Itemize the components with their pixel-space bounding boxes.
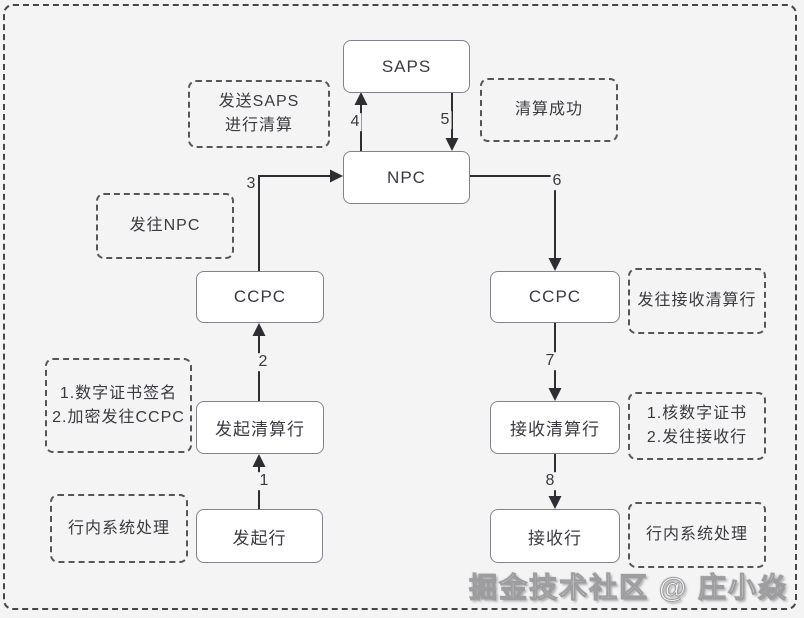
note-sign-and-encrypt-line2: 2.加密发往CCPC [52, 408, 185, 426]
node-saps: SAPS [343, 40, 470, 93]
step-label-6: 6 [550, 172, 564, 190]
note-send-to-npc-label: 发往NPC [129, 217, 201, 234]
note-send-to-npc: 发往NPC [96, 193, 234, 259]
node-ccpc-left-label: CCPC [233, 287, 287, 306]
step-label-7: 7 [543, 352, 557, 370]
node-initiating-bank-label: 发起行 [232, 528, 287, 548]
note-verify-and-forward-line1: 1.核数字证书 [646, 405, 748, 422]
node-initiating-clearing-bank: 发起清算行 [196, 401, 324, 454]
node-receiving-bank-label: 接收行 [528, 528, 582, 548]
watermark-text: 掘金技术社区 @ 庄小焱 [469, 572, 788, 604]
note-internal-processing-left-label: 行内系统处理 [67, 519, 170, 537]
note-send-saps-line2: 进行清算 [224, 117, 293, 134]
note-send-to-receiving-clearing-bank-label: 发往接收清算行 [637, 292, 757, 309]
node-npc: NPC [343, 151, 470, 204]
note-sign-and-encrypt-line1: 1.数字证书签名 [59, 384, 178, 402]
node-initiating-clearing-bank-label: 发起清算行 [215, 420, 305, 439]
step-label-1: 1 [257, 472, 271, 490]
note-internal-processing-right-label: 行内系统处理 [645, 526, 748, 543]
node-receiving-clearing-bank: 接收清算行 [490, 401, 620, 454]
node-npc-label: NPC [387, 167, 426, 187]
step-label-4: 4 [348, 113, 362, 131]
note-send-saps-line1: 发送SAPS [218, 93, 300, 110]
note-send-to-receiving-clearing-bank: 发往接收清算行 [628, 268, 766, 334]
note-sign-and-encrypt: 1.数字证书签名 2.加密发往CCPC [45, 358, 192, 453]
node-initiating-bank: 发起行 [196, 509, 323, 563]
note-verify-and-forward: 1.核数字证书 2.发往接收行 [628, 392, 766, 460]
note-internal-processing-left: 行内系统处理 [50, 494, 188, 563]
note-verify-and-forward-line2: 2.发往接收行 [646, 429, 748, 446]
step-label-3: 3 [244, 175, 258, 193]
note-clearing-success: 清算成功 [480, 78, 618, 142]
node-ccpc-right-label: CCPC [528, 287, 582, 306]
note-internal-processing-right: 行内系统处理 [628, 502, 766, 568]
node-receiving-bank: 接收行 [490, 509, 620, 563]
node-receiving-clearing-bank-label: 接收清算行 [510, 420, 600, 439]
step-label-8: 8 [543, 472, 557, 490]
step-label-2: 2 [256, 353, 270, 371]
node-saps-label: SAPS [381, 56, 432, 76]
note-clearing-success-label: 清算成功 [514, 101, 583, 118]
note-send-saps: 发送SAPS 进行清算 [188, 80, 330, 148]
node-ccpc-left: CCPC [196, 271, 324, 323]
step-label-5: 5 [438, 111, 452, 129]
node-ccpc-right: CCPC [490, 271, 620, 323]
